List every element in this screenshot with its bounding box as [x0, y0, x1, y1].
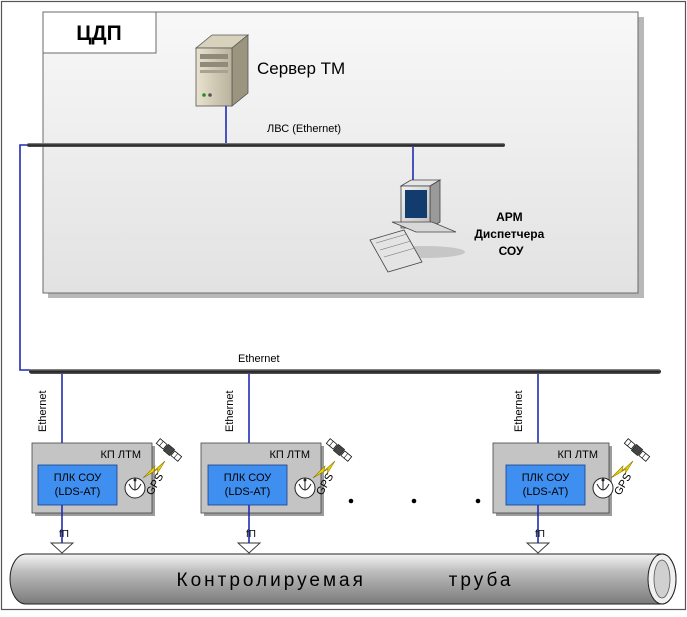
- ellipsis-dot: [475, 498, 481, 504]
- gps-receiver-icon: [592, 477, 614, 499]
- satellite-icon: [155, 438, 183, 462]
- server-icon: [194, 34, 250, 107]
- plc-label-line: (LDS-AT): [225, 486, 271, 498]
- satellite-icon: [325, 438, 353, 462]
- workstation-label: АРМ Диспетчера СОУ: [474, 210, 547, 258]
- plc-box: [37, 464, 118, 506]
- lan-label: ЛВС (Ethernet): [267, 123, 341, 135]
- sensor-icon: [49, 542, 75, 554]
- ellipsis-dot: [348, 498, 354, 504]
- cdp-area: [42, 11, 639, 294]
- lightning-icon: [610, 460, 634, 479]
- workstation-label-line: СОУ: [499, 244, 524, 258]
- station-box-label: КП ЛТМ: [101, 449, 141, 461]
- pipe: [9, 553, 677, 605]
- cdp-title: ЦДП: [76, 22, 121, 45]
- pipe-label: Контролируемая труба: [177, 570, 514, 591]
- sensor-label: fП: [535, 529, 545, 540]
- lightning-icon: [312, 460, 336, 479]
- uplink-label: Ethernet: [513, 390, 525, 432]
- plc-label-line: ПЛК СОУ: [224, 472, 273, 484]
- trunk-link: [19, 144, 31, 371]
- station-box-label: КП ЛТМ: [270, 449, 310, 461]
- server-label: Сервер ТМ: [257, 59, 345, 78]
- sensor-label: fП: [59, 529, 69, 540]
- gps-receiver-icon: [294, 477, 316, 499]
- uplink-label: Ethernet: [224, 390, 236, 432]
- cdp-title-box: [42, 11, 157, 54]
- uplink-label: Ethernet: [37, 390, 49, 432]
- computer-icon: [369, 179, 465, 273]
- workstation-label-line: Диспетчера: [474, 227, 544, 241]
- plc-label-line: (LDS-AT): [523, 486, 569, 498]
- field-bus-label: Ethernet: [238, 353, 280, 365]
- plc-label-line: (LDS-AT): [55, 486, 101, 498]
- plc-box: [207, 464, 288, 506]
- plc-label-line: ПЛК СОУ: [54, 472, 103, 484]
- plc-box: [505, 464, 586, 506]
- ellipsis-dot: [411, 498, 417, 504]
- workstation-label-line: АРМ: [496, 210, 523, 224]
- field-bus: [29, 369, 661, 374]
- station-box-label: КП ЛТМ: [558, 449, 598, 461]
- lightning-icon: [142, 460, 166, 479]
- plc-label-line: ПЛК СОУ: [522, 472, 571, 484]
- sensor-label: fП: [246, 529, 256, 540]
- satellite-icon: [623, 438, 651, 462]
- sensor-icon: [525, 542, 551, 554]
- sensor-icon: [236, 542, 262, 554]
- gps-receiver-icon: [124, 477, 146, 499]
- lan-bus: [27, 143, 505, 147]
